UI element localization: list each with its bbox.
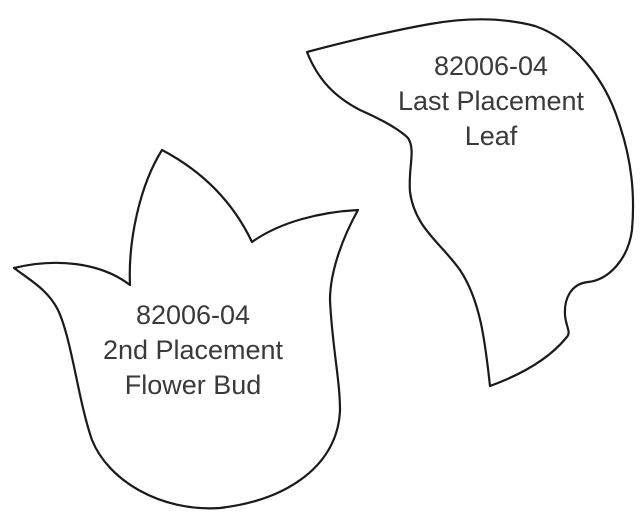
leaf-placement: Last Placement — [398, 86, 585, 116]
flower-bud-part-number: 82006-04 — [136, 300, 250, 330]
flower-bud-outline — [12, 148, 360, 510]
flower-bud-shape-group: 82006-04 2nd Placement Flower Bud — [12, 148, 360, 510]
flower-bud-placement: 2nd Placement — [103, 335, 284, 365]
flower-bud-name: Flower Bud — [125, 370, 262, 400]
leaf-outline — [305, 18, 635, 388]
leaf-shape-group: 82006-04 Last Placement Leaf — [305, 18, 635, 388]
leaf-part-number: 82006-04 — [434, 51, 548, 81]
leaf-name: Leaf — [465, 121, 518, 151]
